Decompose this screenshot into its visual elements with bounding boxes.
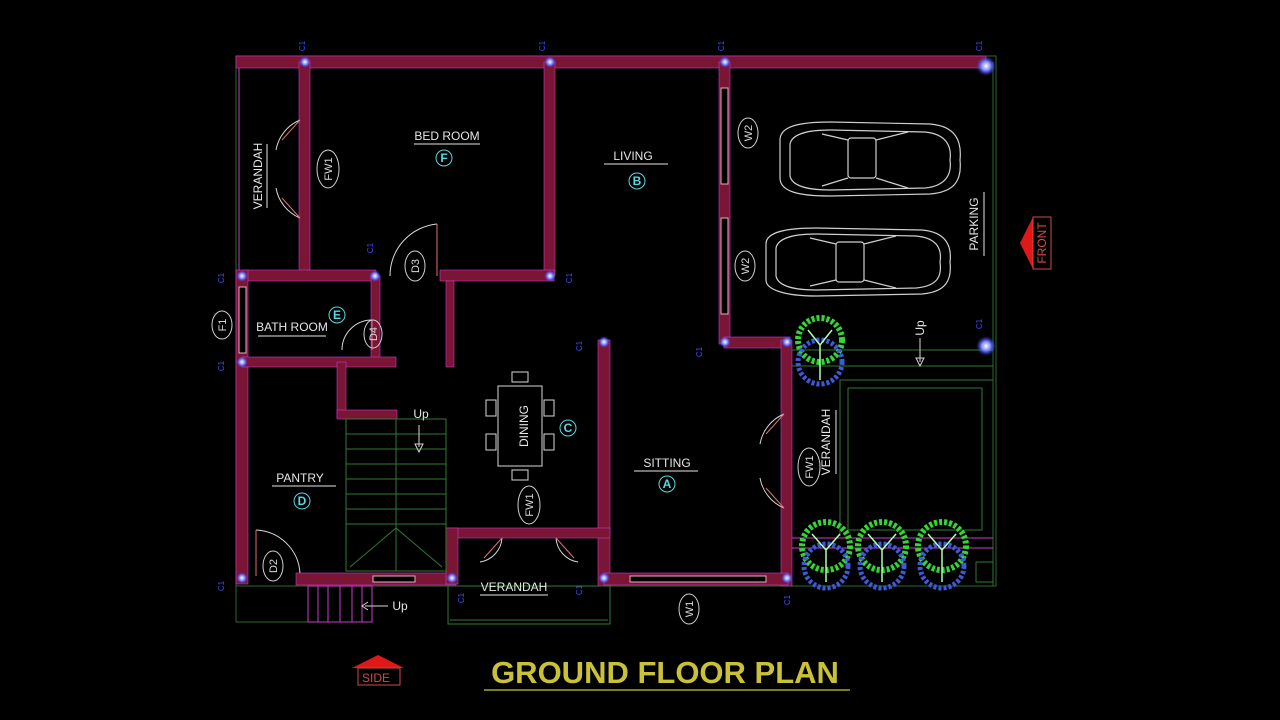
opening-fw1-c: FW1 <box>804 455 816 478</box>
opening-fw1-a: FW1 <box>323 157 335 180</box>
opening-f1: F1 <box>217 319 229 332</box>
room-tag-living: B <box>633 174 642 188</box>
dining-table <box>485 371 555 481</box>
car-bottom <box>765 227 951 297</box>
column-marker: C1 <box>217 580 226 591</box>
column-marker: C1 <box>298 40 307 51</box>
plan-title: GROUND FLOOR PLAN <box>491 655 839 690</box>
walls <box>235 55 987 587</box>
column-marker: C1 <box>575 340 584 351</box>
opening-label-text: FW1 FW1 FW1 W2 W2 D3 D4 D2 F1 W1 <box>217 125 816 618</box>
tree-bottom-3 <box>915 519 969 591</box>
column-marker: C1 <box>217 272 226 283</box>
room-tag-dining: C <box>564 421 573 435</box>
column-marker: C1 <box>975 40 984 51</box>
stair-up-right: Up <box>913 320 927 336</box>
room-label-sitting: SITTING <box>643 456 690 470</box>
bottom-verandah-outline <box>447 585 611 625</box>
tree-top <box>795 315 845 387</box>
opening-fw1-b: FW1 <box>524 493 536 516</box>
column-marker: C1 <box>783 594 792 605</box>
room-label-living: LIVING <box>613 149 652 163</box>
front-arrow: FRONT <box>1020 216 1052 270</box>
room-labels: BED ROOM F LIVING B BATH ROOM E DINING C… <box>251 129 985 596</box>
opening-d2: D2 <box>268 559 280 573</box>
openings-lines <box>238 87 767 583</box>
entry-steps <box>307 585 388 623</box>
stair-up-main: Up <box>413 407 429 421</box>
column-marker: C1 <box>565 272 574 283</box>
column-marker: C1 <box>575 584 584 595</box>
opening-d3: D3 <box>410 259 422 273</box>
door-swings <box>255 119 785 576</box>
columns <box>236 56 996 584</box>
side-arrow: SIDE <box>352 655 404 686</box>
room-label-verandah-bottom: VERANDAH <box>481 580 548 594</box>
column-marker: C1 <box>457 592 466 603</box>
room-label-bath: BATH ROOM <box>256 320 328 334</box>
front-label: FRONT <box>1035 222 1049 264</box>
opening-d4: D4 <box>368 327 380 341</box>
opening-w2-b: W2 <box>740 258 752 275</box>
room-tag-bath: E <box>333 308 341 322</box>
column-marker: C1 <box>366 242 375 253</box>
opening-w1: W1 <box>684 601 696 618</box>
room-label-parking: PARKING <box>967 197 981 250</box>
room-label-bedroom: BED ROOM <box>414 129 479 143</box>
room-label-pantry: PANTRY <box>276 471 324 485</box>
room-tag-bedroom: F <box>440 151 447 165</box>
room-label-verandah-left: VERANDAH <box>251 143 265 210</box>
column-marker: C1 <box>217 360 226 371</box>
room-label-dining: DINING <box>517 405 531 447</box>
staircase <box>345 418 447 572</box>
site-boundary <box>235 55 997 623</box>
opening-labels <box>211 117 821 625</box>
column-markers: C1 C1 C1 C1 C1 C1 C1 C1 C1 C1 C1 C1 C1 C… <box>217 40 984 605</box>
opening-w2-a: W2 <box>743 125 755 142</box>
tree-bottom-2 <box>855 519 909 591</box>
column-marker: C1 <box>717 40 726 51</box>
column-marker: C1 <box>695 346 704 357</box>
room-tag-sitting: A <box>663 477 672 491</box>
room-label-verandah-right: VERANDAH <box>819 409 833 476</box>
car-top <box>779 121 961 197</box>
column-marker: C1 <box>975 318 984 329</box>
room-tag-pantry: D <box>298 494 307 508</box>
stair-up-bottom: Up <box>392 599 408 613</box>
column-marker: C1 <box>538 40 547 51</box>
tree-bottom-1 <box>799 519 853 591</box>
side-label: SIDE <box>362 671 390 685</box>
